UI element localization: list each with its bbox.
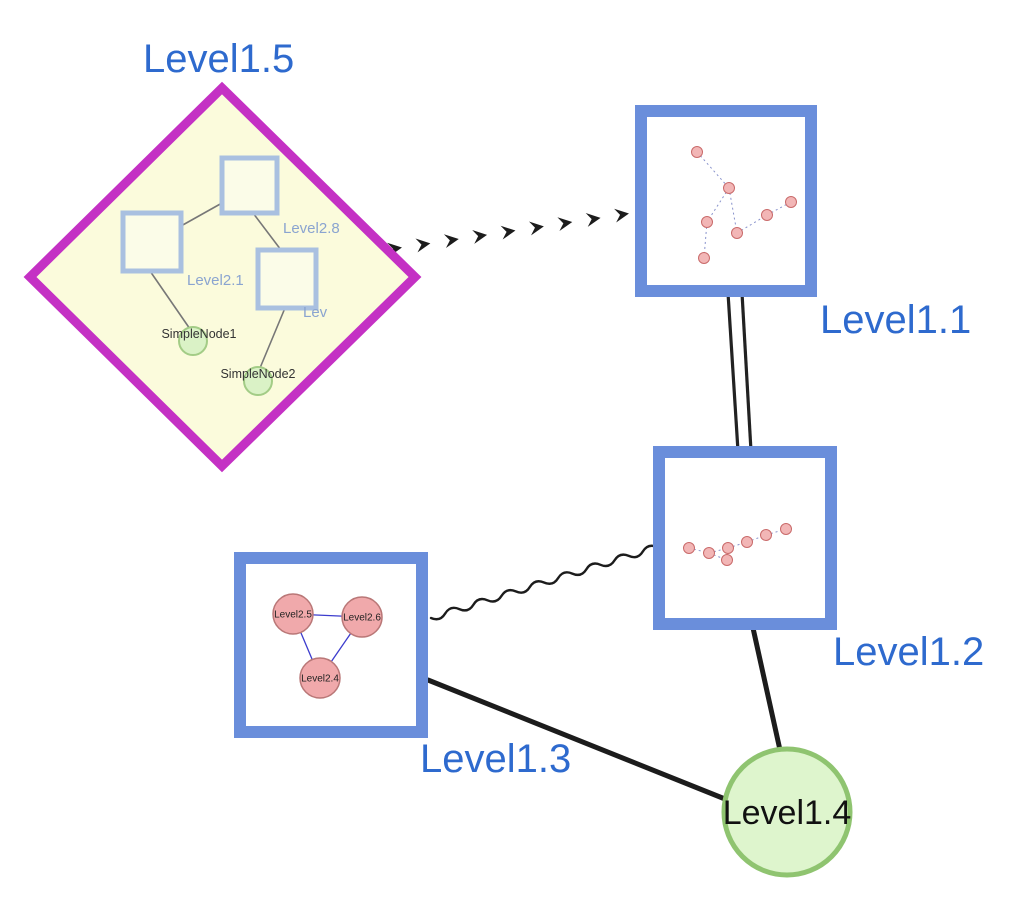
subgraph-node-label: Level2.6 bbox=[343, 613, 381, 624]
subgraph-edge bbox=[703, 221, 708, 259]
level1-1-node[interactable] bbox=[635, 105, 817, 297]
edge-level2-1-simplenode1[interactable] bbox=[149, 270, 191, 330]
lev-node[interactable] bbox=[255, 247, 319, 311]
subgraph-node bbox=[341, 596, 383, 638]
edge-level13-level14[interactable] bbox=[425, 677, 728, 802]
level1-1-label: Level1.1 bbox=[820, 298, 971, 342]
subgraph-node bbox=[299, 657, 341, 699]
arrow-chevron-icon bbox=[500, 225, 516, 240]
subgraph-node bbox=[722, 542, 734, 554]
arrow-chevron-icon bbox=[472, 230, 488, 244]
arrow-chevron-icon bbox=[614, 208, 629, 223]
edge-level2-8-lev[interactable] bbox=[252, 212, 282, 251]
edge-level11-level12-line1 bbox=[726, 292, 740, 452]
subgraph-edge bbox=[696, 151, 730, 189]
level1-5-group: Level2.8 Level2.1 Lev SimpleNode1 Simple… bbox=[23, 81, 422, 473]
subgraph-node bbox=[785, 196, 797, 208]
edge-level12-level14[interactable] bbox=[750, 625, 783, 753]
arrow-chevron-icon bbox=[585, 213, 601, 227]
subgraph-node bbox=[703, 547, 715, 559]
arrow-chevron-icon bbox=[387, 242, 402, 257]
subgraph-node bbox=[741, 536, 753, 548]
subgraph-node bbox=[698, 252, 710, 264]
subgraph-edge bbox=[706, 187, 730, 223]
level1-1-subgraph bbox=[691, 146, 797, 264]
edge-level11-level12-line2 bbox=[740, 292, 753, 452]
edge-level11-level12[interactable] bbox=[726, 292, 753, 452]
subgraph-node bbox=[272, 593, 314, 635]
edge-level15-level11[interactable] bbox=[387, 207, 630, 257]
simplenode1[interactable] bbox=[178, 326, 208, 356]
level1-2-subgraph bbox=[683, 523, 792, 566]
lev-label: Lev bbox=[303, 304, 328, 321]
edge-level2-8-level2-1[interactable] bbox=[180, 202, 223, 227]
subgraph-node bbox=[683, 542, 695, 554]
subgraph-node bbox=[761, 209, 773, 221]
level1-3-label: Level1.3 bbox=[420, 737, 571, 781]
simplenode2-label: SimpleNode2 bbox=[220, 367, 295, 381]
subgraph-node bbox=[731, 227, 743, 239]
subgraph-edge bbox=[765, 528, 787, 536]
level2-1-node[interactable] bbox=[120, 210, 184, 274]
level1-2-label: Level1.2 bbox=[833, 630, 984, 674]
level1-2-node[interactable] bbox=[653, 446, 837, 630]
simplenode1-label: SimpleNode1 bbox=[161, 327, 236, 341]
subgraph-node bbox=[701, 216, 713, 228]
edge-level13-level12[interactable] bbox=[429, 544, 659, 621]
subgraph-node bbox=[721, 554, 733, 566]
level1-4-label: Level1.4 bbox=[723, 794, 852, 832]
simplenode2[interactable] bbox=[243, 366, 273, 396]
arrow-chevron-icon bbox=[415, 238, 431, 253]
level2-8-label: Level2.8 bbox=[283, 220, 340, 237]
edge-lev-simplenode2[interactable] bbox=[259, 307, 286, 369]
level2-8-node[interactable] bbox=[219, 155, 280, 216]
subgraph-node bbox=[723, 182, 735, 194]
level1-5-diamond[interactable] bbox=[23, 81, 422, 473]
arrow-chevron-icon bbox=[528, 221, 544, 236]
subgraph-node bbox=[691, 146, 703, 158]
arrow-chevron-icon bbox=[557, 217, 573, 232]
level1-3-node[interactable] bbox=[234, 552, 428, 738]
subgraph-node bbox=[760, 529, 772, 541]
subgraph-node-label: Level2.4 bbox=[301, 674, 339, 685]
subgraph-node bbox=[780, 523, 792, 535]
level2-1-label: Level2.1 bbox=[187, 272, 244, 289]
subgraph-edge bbox=[688, 547, 710, 554]
arrow-chevron-icon bbox=[443, 234, 459, 249]
subgraph-node-label: Level2.5 bbox=[274, 610, 312, 621]
level1-4-node[interactable] bbox=[721, 746, 853, 878]
level1-5-label: Level1.5 bbox=[143, 37, 294, 81]
